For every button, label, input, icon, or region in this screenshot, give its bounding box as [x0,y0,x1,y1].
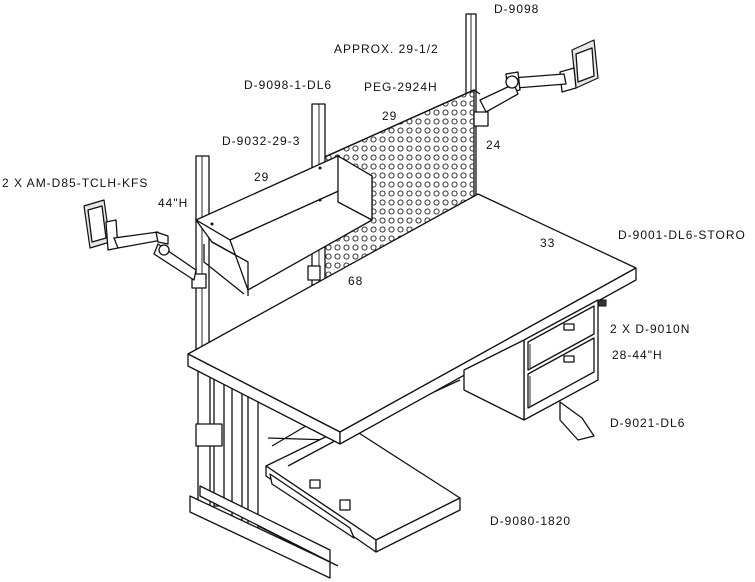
right-monitor-arm [473,39,599,127]
label-approx-width: APPROX. 29-1/2 [334,42,439,56]
label-table-height-range: 28-44"H [612,348,663,362]
label-table-width: 68 [348,274,364,288]
label-shelf-width: 29 [254,170,270,184]
slide-out-keyboard-tray [265,399,461,553]
label-d-9098-1-dl6: D-9098-1-DL6 [244,78,333,92]
upper-shelf [195,155,373,296]
label-pegboard-height: 24 [486,138,502,152]
label-drawers: 2 X D-9010N [610,322,691,336]
label-d-9032-shelf: D-9032-29-3 [222,134,301,148]
label-d-9001-table: D-9001-DL6-STORO [618,228,746,242]
label-d-9021-dl6: D-9021-DL6 [610,416,686,430]
left-monitor-arm [83,199,197,281]
label-keyboard-tray: D-9080-1820 [490,514,572,528]
left-upright-post [191,155,210,355]
label-table-depth: 33 [540,236,556,250]
drawer-unit [463,299,599,421]
tabletop [187,193,637,445]
label-pegboard: PEG-2924H [364,80,438,94]
table-frame [189,361,595,579]
label-monitor-arms: 2 X AM-D85-TCLH-KFS [2,176,149,190]
label-d-9098: D-9098 [494,2,540,16]
label-pegboard-width: 29 [382,109,398,123]
label-upright-height: 44"H [158,196,189,210]
